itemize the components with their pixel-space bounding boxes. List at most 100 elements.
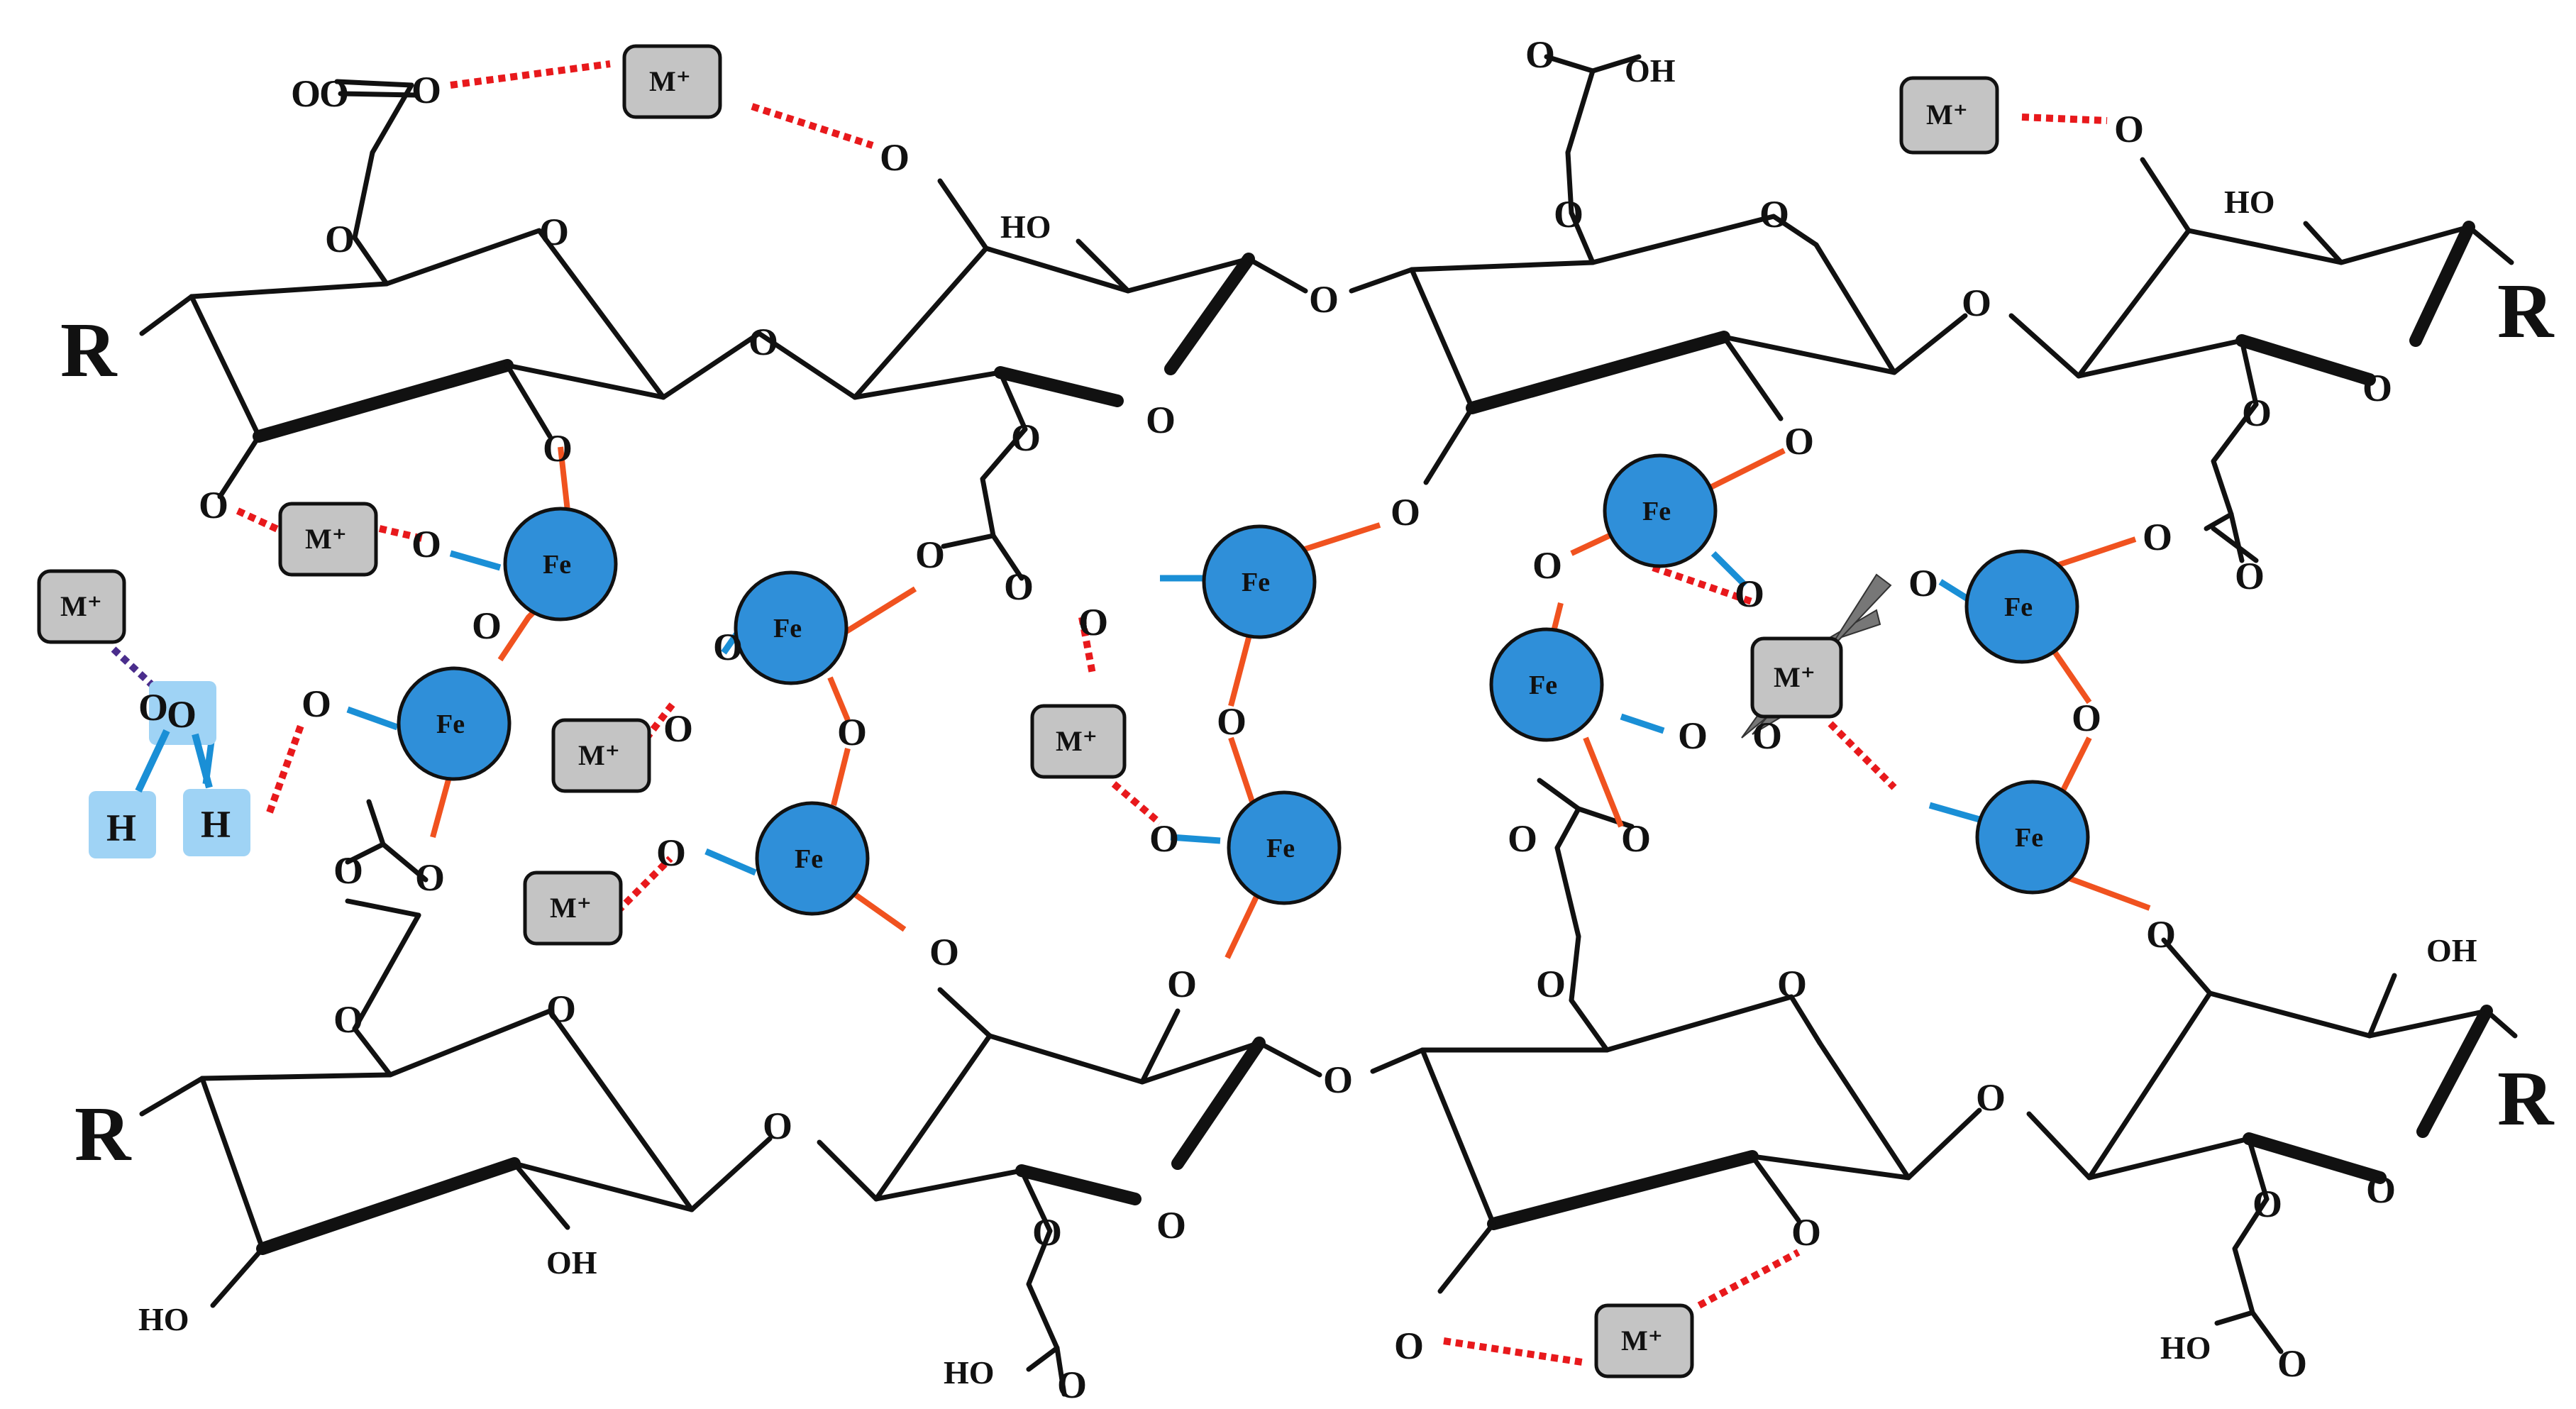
- metal-ion-label: M⁺: [1774, 661, 1815, 693]
- oxygen-label: O: [1784, 420, 1814, 463]
- r-group-label: R: [2497, 267, 2555, 354]
- oxygen-label: O: [543, 427, 573, 470]
- top-polymer-chain: [139, 54, 2514, 563]
- oxygen-label: O: [2072, 697, 2101, 739]
- oxygen-label: O: [1032, 1211, 1062, 1254]
- oxygen-label: O: [2146, 913, 2176, 956]
- oxygen-label: O: [713, 626, 743, 668]
- oxygen-label: O: [1735, 573, 1764, 615]
- oxygen-label: O: [929, 931, 959, 973]
- glucose-ring-bottom-4: [2026, 937, 2518, 1354]
- water-hydrogen-label: H: [106, 807, 136, 849]
- fe-center: Fe: [755, 801, 870, 916]
- metal-ion-label: M⁺: [649, 65, 691, 97]
- fe-label: Fe: [1642, 497, 1671, 526]
- oxygen-label: O: [411, 69, 441, 111]
- fe-label: Fe: [2004, 592, 2033, 622]
- oxygen-label: O: [415, 856, 445, 899]
- fe-center: Fe: [397, 666, 512, 781]
- hydroxyl-label: HO: [1000, 209, 1051, 245]
- oxygen-label: O: [539, 211, 569, 253]
- oxygen-label: O: [1508, 817, 1537, 860]
- fe-label: Fe: [1266, 834, 1295, 863]
- oxygen-label: O: [1554, 193, 1583, 236]
- oxygen-label: O: [2235, 555, 2265, 597]
- fe-label: Fe: [795, 844, 823, 874]
- fe-label: Fe: [1242, 568, 1270, 597]
- oxygen-label: O: [1004, 565, 1034, 608]
- metal-ions: M⁺ M⁺ M⁺ M⁺ M⁺ M⁺ M⁺ M⁺ M⁺: [37, 44, 1999, 1378]
- fe-label: Fe: [2015, 823, 2043, 853]
- oxygen-label: O: [663, 707, 693, 750]
- oxygen-label: O: [2362, 367, 2392, 409]
- r-group-label: R: [74, 1090, 132, 1177]
- fe-label: Fe: [436, 709, 465, 739]
- metal-ion-box: M⁺: [622, 44, 722, 119]
- hydroxyl-label: OH: [1625, 53, 1676, 89]
- fe-label: Fe: [1529, 670, 1557, 700]
- oxygen-label: O: [1777, 963, 1807, 1005]
- oxygen-label: O: [1536, 963, 1566, 1005]
- metal-ion-label: M⁺: [550, 892, 592, 924]
- metal-ion-box: M⁺: [1030, 704, 1127, 779]
- oxygen-label: O: [1309, 278, 1339, 321]
- oxygen-label: O: [319, 72, 349, 115]
- glucose-ring-top-2: [756, 178, 1308, 432]
- oxygen-label: O: [1976, 1076, 2006, 1119]
- oxygen-label: O: [1791, 1211, 1821, 1254]
- metal-ion-label: M⁺: [305, 523, 347, 555]
- oxygen-label: O: [1678, 714, 1708, 757]
- water-hydrogen-label: H: [201, 803, 231, 846]
- glucose-ring-top-1: [139, 79, 762, 499]
- fe-center: Fe: [1489, 627, 1604, 742]
- fe-center: Fe: [1603, 453, 1718, 568]
- glucose-ring-bottom-2: [817, 987, 1322, 1397]
- metal-ion-label: M⁺: [1926, 99, 1968, 131]
- oxygen-label: O: [2252, 1183, 2282, 1225]
- glucose-ring-bottom-1: [139, 898, 773, 1308]
- oxygen-label: O: [1217, 700, 1246, 743]
- hydroxyl-label: OH: [2426, 932, 2477, 968]
- oxygen-label: O: [325, 218, 355, 260]
- metal-ion-box: M⁺: [1899, 76, 1999, 155]
- oxygen-label: O: [1759, 193, 1789, 236]
- oxygen-label: O: [1146, 399, 1176, 441]
- oxygen-label: O: [2277, 1342, 2307, 1385]
- iron-centers: Fe Fe Fe Fe Fe Fe Fe Fe Fe Fe: [397, 453, 2090, 916]
- oxygen-label: O: [2242, 392, 2272, 434]
- oxygen-label: O: [472, 604, 502, 647]
- oxygen-label: O: [880, 136, 910, 179]
- bottom-polymer-chain: [139, 845, 2518, 1397]
- oxygen-label: O: [1525, 33, 1555, 76]
- metal-ion-label: M⁺: [1621, 1325, 1663, 1356]
- oxygen-label: O: [656, 831, 686, 874]
- fe-label: Fe: [543, 550, 571, 580]
- oxygen-label: O: [763, 1105, 792, 1147]
- oxygen-label: O: [1962, 282, 1991, 324]
- oxygen-label: O: [2143, 516, 2172, 558]
- fe-coordination-bonds: [430, 446, 2151, 959]
- carboxyl-groups: [345, 426, 2259, 883]
- fe-center: Fe: [1964, 549, 2079, 664]
- fe-center: Fe: [1975, 780, 2090, 895]
- atom-labels: R R R R O O O O O O O O O O O HO O O O O…: [60, 33, 2555, 1406]
- oxygen-label: O: [1078, 601, 1108, 643]
- hydroxyl-label: OH: [546, 1244, 597, 1281]
- oxygen-label: O: [1532, 544, 1562, 587]
- oxygen-label: O: [1057, 1364, 1087, 1406]
- oxygen-label: O: [199, 484, 228, 526]
- r-group-label: R: [2497, 1055, 2555, 1142]
- metal-ion-box: M⁺: [1750, 636, 1843, 719]
- glucose-ring-bottom-3: [1370, 845, 1982, 1294]
- oxygen-label: O: [837, 711, 867, 753]
- metal-ion-label: M⁺: [1056, 725, 1098, 757]
- oxygen-label: O: [1167, 963, 1197, 1005]
- oxygen-label: O: [1149, 817, 1179, 860]
- metal-ion-box: M⁺: [37, 569, 126, 644]
- fe-label: Fe: [773, 614, 802, 643]
- oxygen-label: O: [1156, 1204, 1186, 1247]
- hydroxyl-label: HO: [2160, 1330, 2211, 1366]
- oxygen-label: O: [1011, 416, 1041, 459]
- oxygen-label: O: [333, 998, 363, 1041]
- oxygen-label: O: [138, 686, 168, 729]
